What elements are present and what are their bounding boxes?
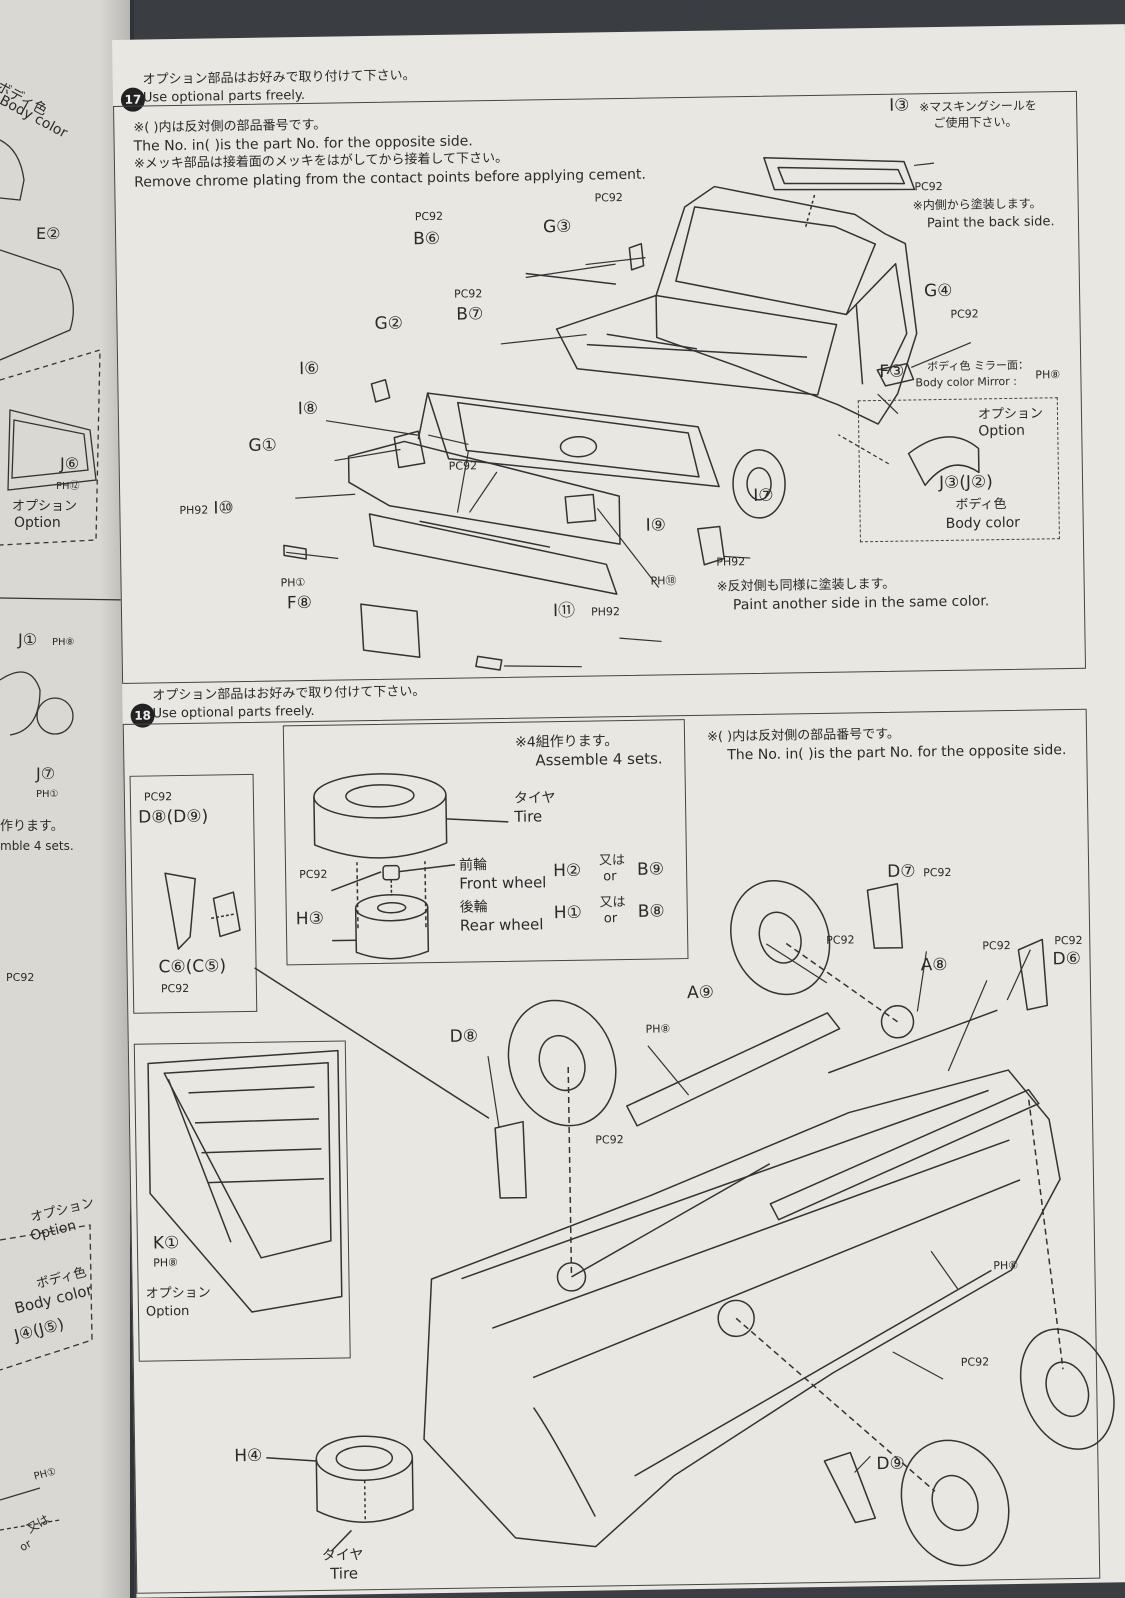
s18-tire-en: Tire <box>329 1564 359 1583</box>
s18-d9: D⑨ <box>876 1453 905 1475</box>
step17-title-ja: オプション部品はお好みで取り付けて下さい。 <box>142 68 416 88</box>
step18-chassis-diagram <box>147 773 1115 1567</box>
s18-pc92-c: PC92 <box>1054 933 1083 948</box>
s17-g3: G③ <box>542 216 572 238</box>
s17-body-en: Body color <box>945 514 1021 532</box>
s18-d6: D⑥ <box>1052 948 1082 970</box>
s17-f8: F⑧ <box>286 592 313 614</box>
left-assemble-ja: 作ります。 <box>0 819 64 834</box>
left-option-ja: オプション <box>12 499 78 514</box>
s17-pc92-c: PC92 <box>414 209 444 224</box>
s18-h4: H④ <box>234 1445 263 1467</box>
s17-ph92-c: PH92 <box>590 605 621 619</box>
s18-pc92-d: PC92 <box>595 1133 624 1147</box>
s17-f3: F③ <box>879 361 905 382</box>
s17-i9: I⑨ <box>645 515 667 536</box>
s18-a9: A⑨ <box>686 982 715 1004</box>
s17-pc92-d: PC92 <box>453 287 483 301</box>
s18-d8: D⑧ <box>449 1026 479 1047</box>
s17-option-ja: オプション <box>977 406 1044 423</box>
left-ph1: PH① <box>36 789 59 800</box>
s17-body-mirror-en: Body color Mirror : <box>915 374 1018 390</box>
step17-truck-diagram <box>283 157 980 671</box>
s17-masking-ja: ※マスキングシールを <box>919 98 1037 115</box>
s17-pc92-a: PC92 <box>914 179 943 194</box>
s18-pc92-b: PC92 <box>982 938 1011 953</box>
s17-g4: G④ <box>923 280 953 302</box>
step18-title-en: Use optional parts freely. <box>152 703 315 722</box>
s17-ph8: PH⑧ <box>1035 368 1061 382</box>
left-j6: J⑥ <box>60 454 80 473</box>
s17-masking-ja2: ご使用下さい。 <box>933 114 1018 131</box>
s17-body-mirror-ja: ボディ色 ミラー面： <box>927 358 1030 374</box>
step18-title-ja: オプション部品はお好みで取り付けて下さい。 <box>152 684 426 704</box>
left-j1: J① <box>18 630 38 649</box>
s17-i11: I⑪ <box>552 600 576 622</box>
s18-a8: A⑧ <box>920 954 948 976</box>
s17-pc92-f: PC92 <box>448 459 478 473</box>
s17-pc92-e: PC92 <box>950 307 979 321</box>
s18-pc92-d7: PC92 <box>923 865 952 880</box>
s17-i10: I⑩ <box>213 498 234 519</box>
right-page: 17 オプション部品はお好みで取り付けて下さい。 Use optional pa… <box>112 24 1125 1598</box>
left-ph8: PH⑧ <box>52 637 75 648</box>
s18-pc92-a: PC92 <box>826 933 855 947</box>
s17-back-en: Paint the back side. <box>926 214 1055 232</box>
s17-ph92-b: PH92 <box>716 555 746 569</box>
s18-ph8-b: PH⑧ <box>993 1258 1019 1273</box>
s18-pc92-e: PC92 <box>960 1355 990 1369</box>
s17-i7: I⑦ <box>753 485 774 506</box>
left-pc92: PC92 <box>6 971 35 984</box>
s18-d7: D⑦ <box>887 861 916 882</box>
s17-b7: B⑦ <box>456 304 484 325</box>
left-ph12: PH⑫ <box>56 481 80 492</box>
s17-i8: I⑧ <box>297 398 319 420</box>
s17-back-ja: ※内側から塗装します。 <box>912 196 1042 213</box>
s17-pc92-b: PC92 <box>594 190 623 205</box>
s17-option-en: Option <box>978 422 1026 440</box>
left-option-en: Option <box>14 515 61 531</box>
s17-b6: B⑥ <box>413 228 441 250</box>
s18-tire-ja: タイヤ <box>321 1547 364 1564</box>
s17-j3j2: J③(J②) <box>938 472 993 494</box>
s17-i6: I⑥ <box>299 358 320 380</box>
left-e2: E② <box>36 224 61 243</box>
s18-ph8-a: PH⑧ <box>645 1022 671 1036</box>
left-page-drawings <box>0 139 131 1531</box>
s17-g1: G① <box>248 435 277 456</box>
s17-ph18: PH⑱ <box>650 574 677 588</box>
left-j7: J⑦ <box>36 764 56 783</box>
s17-ph1: PH① <box>280 576 306 590</box>
s17-body-ja: ボディ色 <box>955 497 1007 513</box>
left-assemble-en: mble 4 sets. <box>0 839 74 853</box>
left-page: ボディ色 Body color E② J⑥ PH⑫ オプション Option J… <box>0 0 131 1598</box>
s17-g2: G② <box>374 313 404 334</box>
s17-i3: I③ <box>888 95 910 116</box>
s17-ph92-i10: PH92 <box>179 503 209 517</box>
s17-same-ja: ※反対側も同様に塗装します。 <box>716 576 896 595</box>
